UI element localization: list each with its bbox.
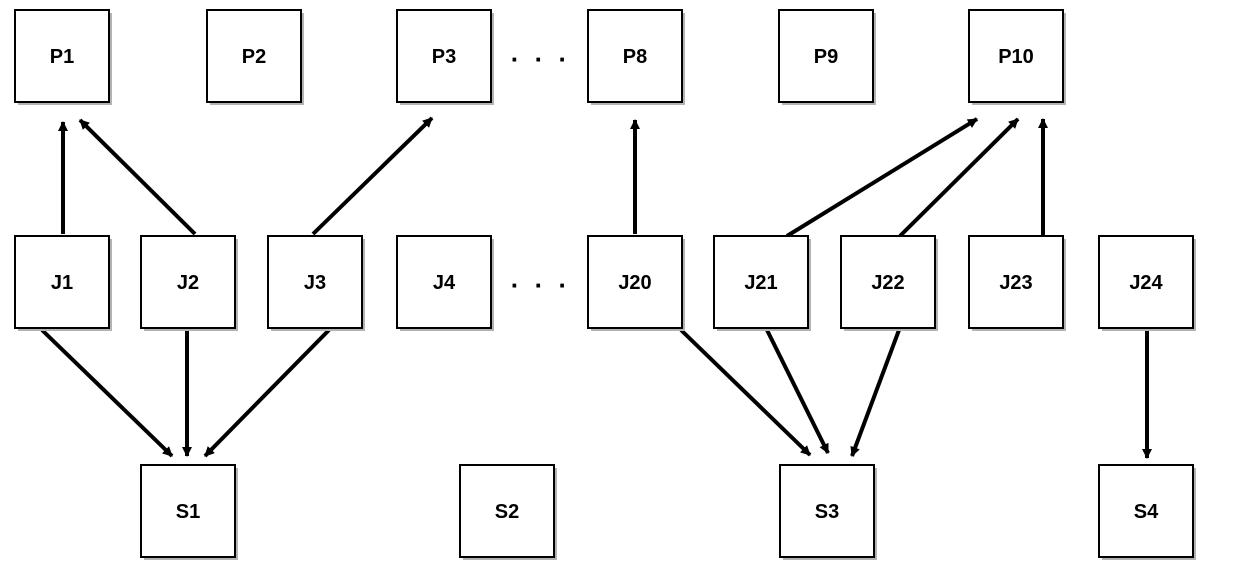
- node-p2: P2: [206, 9, 304, 105]
- node-box: [968, 235, 1064, 329]
- node-label: J20: [618, 272, 651, 294]
- node-label: S4: [1134, 501, 1159, 523]
- node-s3: S3: [779, 464, 877, 560]
- node-j22: J22: [840, 235, 938, 331]
- node-j2: J2: [140, 235, 238, 331]
- node-label: J2: [177, 272, 199, 294]
- edge-j20-to-s3: [679, 328, 812, 457]
- node-box: [587, 9, 683, 103]
- middle-row-ellipsis: · · ·: [511, 270, 571, 300]
- node-p3: P3: [396, 9, 494, 105]
- node-s2: S2: [459, 464, 557, 560]
- node-s4: S4: [1098, 464, 1196, 560]
- node-label: J23: [999, 272, 1032, 294]
- edges-layer: [40, 116, 1152, 459]
- node-box: [14, 235, 110, 329]
- node-label: J1: [51, 272, 73, 294]
- node-j21: J21: [713, 235, 811, 331]
- node-box: [459, 464, 555, 558]
- node-box: [1098, 464, 1194, 558]
- node-p1: P1: [14, 9, 112, 105]
- node-box: [396, 9, 492, 103]
- node-label: S3: [815, 501, 839, 523]
- node-p9: P9: [778, 9, 876, 105]
- node-p10: P10: [968, 9, 1066, 105]
- node-box: [840, 235, 936, 329]
- edge-j3-to-s1: [203, 328, 331, 458]
- node-j24: J24: [1098, 235, 1196, 331]
- node-label: P9: [814, 46, 838, 68]
- node-box: [968, 9, 1064, 103]
- node-label: S1: [176, 501, 200, 523]
- node-box: [206, 9, 302, 103]
- node-label: P2: [242, 46, 266, 68]
- node-label: P3: [432, 46, 456, 68]
- node-box: [267, 235, 363, 329]
- node-j4: J4: [396, 235, 494, 331]
- node-box: [396, 235, 492, 329]
- node-label: P1: [50, 46, 74, 68]
- node-box: [778, 9, 874, 103]
- node-j1: J1: [14, 235, 112, 331]
- node-label: P10: [998, 46, 1034, 68]
- node-box: [140, 464, 236, 558]
- node-label: J21: [744, 272, 777, 294]
- edge-j21-to-p10: [785, 117, 979, 238]
- node-label: J3: [304, 272, 326, 294]
- node-label: J24: [1129, 272, 1163, 294]
- top-row-ellipsis: · · ·: [511, 44, 571, 74]
- edge-j3-to-p3: [311, 116, 434, 236]
- node-box: [587, 235, 683, 329]
- edge-j22-to-p10: [898, 117, 1020, 238]
- edge-j1-to-s1: [40, 328, 174, 458]
- node-label: J4: [433, 272, 456, 294]
- node-box: [14, 9, 110, 103]
- node-box: [1098, 235, 1194, 329]
- node-p8: P8: [587, 9, 685, 105]
- node-j20: J20: [587, 235, 685, 331]
- node-box: [779, 464, 875, 558]
- node-label: P8: [623, 46, 647, 68]
- node-label: S2: [495, 501, 519, 523]
- node-j3: J3: [267, 235, 365, 331]
- edge-j21-to-s3: [765, 329, 830, 454]
- node-s1: S1: [140, 464, 238, 560]
- ellipsis-layer: · · · · · ·: [511, 44, 571, 300]
- node-j23: J23: [968, 235, 1066, 331]
- node-label: J22: [871, 272, 904, 294]
- edge-j22-to-s3: [850, 329, 901, 457]
- node-box: [140, 235, 236, 329]
- node-box: [713, 235, 809, 329]
- edge-j2-to-p1: [78, 118, 197, 236]
